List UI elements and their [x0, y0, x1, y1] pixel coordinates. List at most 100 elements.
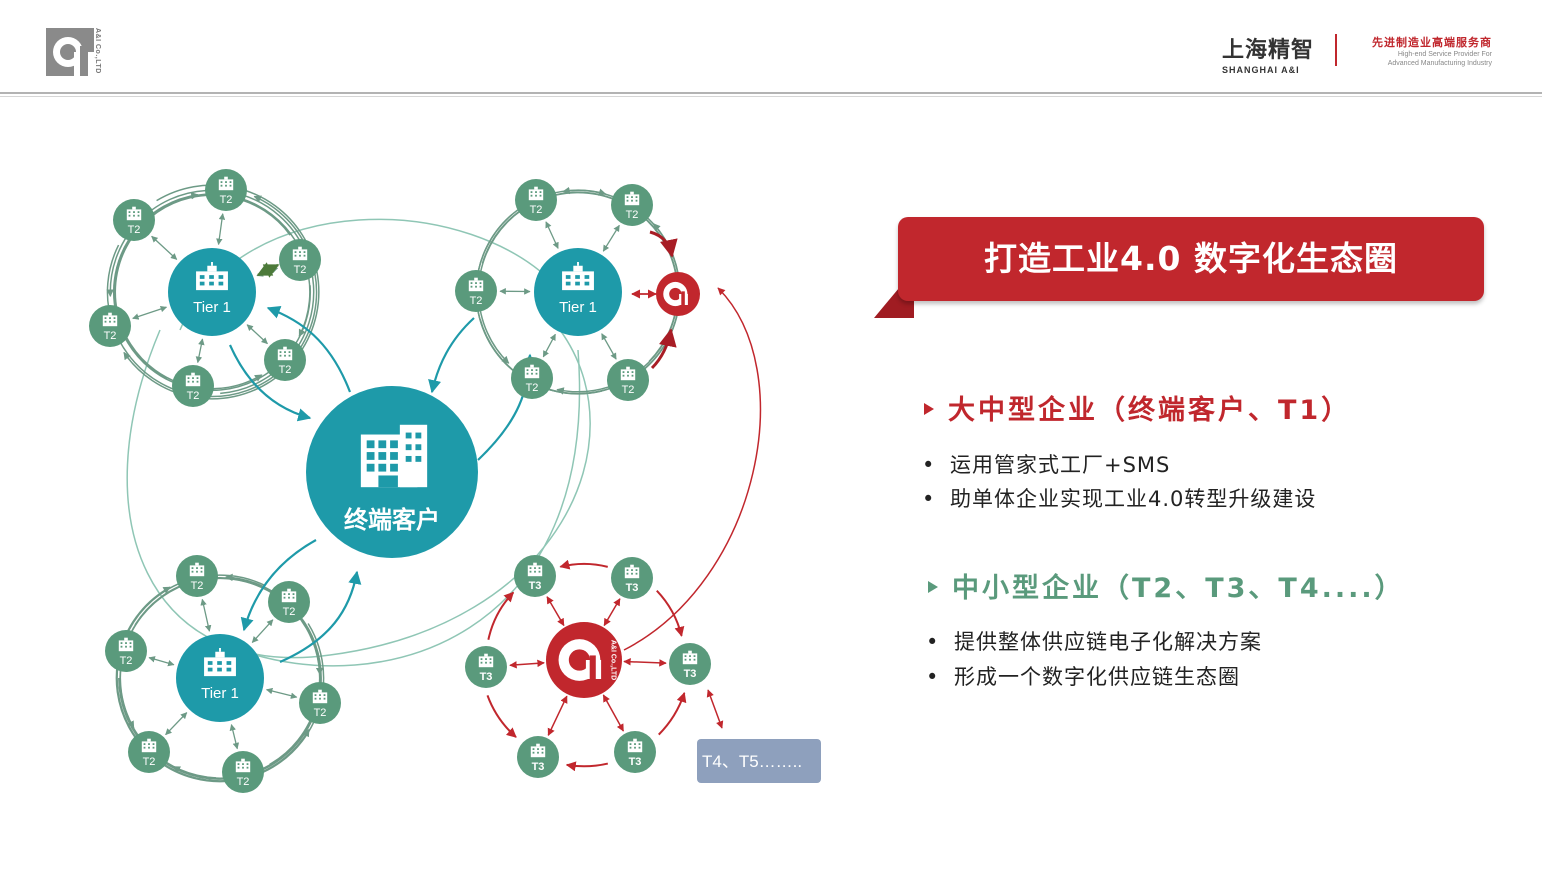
- t2-node: T2: [89, 305, 131, 347]
- hub-logo-bar: [681, 291, 685, 305]
- t2-node: T2: [279, 239, 321, 281]
- section1-bullet-text: 运用管家式工厂+SMS: [950, 453, 1171, 477]
- bullet-dot-icon: •: [926, 630, 940, 654]
- thick-red-arrow: [650, 328, 677, 370]
- link-arrow: [200, 598, 212, 632]
- t2-node: T2: [113, 199, 155, 241]
- tier1-label: Tier 1: [559, 299, 597, 316]
- ring-arrow: [565, 761, 609, 772]
- t2-node: T2: [299, 682, 341, 724]
- t3-label: T3: [626, 582, 639, 594]
- link-arrow: [229, 723, 240, 750]
- ai-hub-node: [656, 272, 700, 316]
- section2-bullet-text: 提供整体供应链电子化解决方案: [954, 630, 1262, 654]
- t3-node: T3: [611, 557, 653, 599]
- link-arrow: [542, 333, 556, 358]
- slogan-en-1: High-end Service Provider For: [1397, 51, 1492, 58]
- tier1-node: Tier 1: [534, 248, 622, 336]
- link-arrow: [547, 695, 568, 736]
- link-arrow: [256, 262, 280, 278]
- t2-node: T2: [511, 357, 553, 399]
- hub-logo-core: [568, 649, 591, 671]
- header-divider-thin: [0, 96, 1542, 97]
- slogan-cn: 先进制造业高端服务商: [1372, 36, 1492, 49]
- title-banner: 打造工业4.0 数字化生态圈: [898, 217, 1484, 301]
- t2-node: T2: [205, 169, 247, 211]
- t2-node: T2: [176, 555, 218, 597]
- t2-label: T2: [191, 580, 204, 592]
- company-logo: [46, 28, 94, 76]
- section2-title-text: 中小型企业（T2、T3、T4....）: [952, 573, 1405, 604]
- ring-arrow: [486, 695, 517, 738]
- link-arrow: [246, 324, 268, 345]
- link-arrow: [603, 598, 621, 627]
- link-arrow: [546, 596, 565, 627]
- section-large-enterprise-title: 大中型企业（终端客户、T1）: [924, 388, 1351, 427]
- tier1-circle: [176, 634, 264, 722]
- t3-label: T3: [532, 761, 545, 773]
- section-sme-title: 中小型企业（T2、T3、T4....）: [928, 566, 1405, 605]
- t2-label: T2: [237, 776, 250, 788]
- teal-flow-arrow: [279, 570, 362, 664]
- ai-hub-node: A&I Co.,LTD: [546, 622, 622, 698]
- banner-title: 打造工业4.0 数字化生态圈: [984, 239, 1398, 278]
- link-arrow: [602, 224, 620, 252]
- t2-node: T2: [105, 630, 147, 672]
- hub-logo-core: [669, 287, 682, 301]
- header: A&I Co.,LTD 上海精智 SHANGHAI A&I 先进制造业高端服务商…: [0, 0, 1542, 96]
- t2-node: T2: [128, 731, 170, 773]
- teal-flow-arrow: [240, 539, 317, 632]
- section1-title-text: 大中型企业（终端客户、T1）: [948, 395, 1352, 426]
- link-arrow: [545, 221, 559, 249]
- slogan-en-2: Advanced Manufacturing Industry: [1387, 60, 1492, 67]
- t2-label: T2: [120, 655, 133, 667]
- hub-logo-bar: [589, 655, 596, 679]
- link-arrow: [148, 656, 175, 667]
- t2-label: T2: [526, 382, 539, 394]
- t2-label: T2: [128, 224, 141, 236]
- t4-t5-box: T4、T5……..: [697, 739, 821, 783]
- link-arrow: [601, 333, 617, 360]
- t2-label: T2: [187, 390, 200, 402]
- link-arrow: [132, 305, 168, 320]
- t2-label: T2: [314, 707, 327, 719]
- brand-cn: 上海精智: [1222, 38, 1315, 63]
- t2-node: T2: [611, 184, 653, 226]
- ring-arrow: [559, 559, 608, 570]
- t2-label: T2: [294, 264, 307, 276]
- t3-node: T3: [517, 736, 559, 778]
- teal-flow-arrow: [228, 344, 312, 422]
- ring-arrow: [656, 589, 685, 637]
- t2-label: T2: [530, 204, 543, 216]
- t3-node: T3: [669, 643, 711, 685]
- t3-node: T3: [614, 731, 656, 773]
- brand-separator: [1335, 34, 1337, 66]
- link-arrow: [251, 619, 274, 643]
- t2-node: T2: [515, 179, 557, 221]
- thick-red-arrow: [649, 230, 678, 258]
- link-arrow: [623, 658, 667, 667]
- brand-en: SHANGHAI A&I: [1222, 65, 1300, 75]
- link-arrow: [602, 694, 625, 732]
- link-arrow: [151, 235, 178, 260]
- t4-t5-rect: [697, 739, 821, 783]
- t3-label: T3: [684, 668, 697, 680]
- tier1-node: Tier 1: [176, 634, 264, 722]
- t3-node: T3: [465, 646, 507, 688]
- link-arrow: [165, 712, 188, 736]
- section1-bullet-text: 助单体企业实现工业4.0转型升级建设: [950, 487, 1317, 511]
- slogan: 先进制造业高端服务商 High-end Service Provider For…: [1348, 34, 1492, 68]
- end-customer-node: 终端客户: [306, 386, 478, 558]
- hub-side-text: A&I Co.,LTD: [609, 640, 616, 680]
- t2-label: T2: [104, 330, 117, 342]
- t2-label: T2: [622, 384, 635, 396]
- t2-node: T2: [268, 581, 310, 623]
- tier1-circle: [168, 248, 256, 336]
- tier1-label: Tier 1: [201, 685, 239, 702]
- header-divider: [0, 92, 1542, 94]
- t2-label: T2: [220, 194, 233, 206]
- section2-bullet: •形成一个数字化供应链生态圈: [926, 661, 1240, 691]
- triangle-bullet-icon: [928, 580, 938, 593]
- section2-bullet: • 提供整体供应链电子化解决方案: [926, 626, 1262, 656]
